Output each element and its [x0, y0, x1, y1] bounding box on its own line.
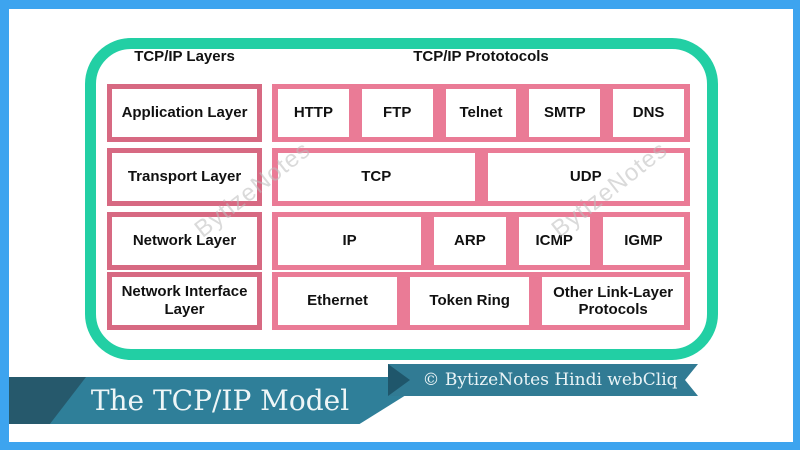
protocol-row-network-interface: Ethernet Token Ring Other Link-Layer Pro…: [272, 272, 690, 330]
layer-label: Application Layer: [121, 104, 248, 121]
protocol-cell: ICMP: [518, 217, 590, 265]
protocol-cell: IGMP: [602, 217, 684, 265]
protocols-column-header: TCP/IP Prototocols: [413, 48, 549, 65]
layer-label: Transport Layer: [127, 168, 242, 185]
layer-label: Network Layer: [132, 232, 237, 249]
protocol-cell: Token Ring: [410, 277, 530, 325]
protocol-cell: Telnet: [445, 89, 517, 137]
credit-ribbon: © BytizeNotes Hindi webCliq: [388, 364, 698, 396]
credit-text: © BytizeNotes Hindi webCliq: [422, 370, 678, 390]
layer-box-application: Application Layer: [107, 84, 262, 142]
protocol-cell: TCP: [278, 153, 475, 201]
protocol-cell: Ethernet: [278, 277, 398, 325]
protocol-cell: SMTP: [529, 89, 601, 137]
protocol-cell: ARP: [434, 217, 506, 265]
protocol-row-network: IP ARP ICMP IGMP: [272, 212, 690, 270]
protocol-cell: HTTP: [278, 89, 349, 137]
protocol-cell: FTP: [361, 89, 433, 137]
layer-label: Network Interface Layer: [121, 283, 248, 318]
diagram-title: The TCP/IP Model: [90, 384, 350, 417]
protocol-cell: IP: [278, 217, 422, 265]
protocol-row-application: HTTP FTP Telnet SMTP DNS: [272, 84, 690, 142]
protocol-cell: DNS: [613, 89, 684, 137]
layers-column-header: TCP/IP Layers: [134, 48, 235, 65]
layer-box-transport: Transport Layer: [107, 148, 262, 206]
protocol-cell: Other Link-Layer Protocols: [542, 277, 684, 325]
protocol-cell: UDP: [487, 153, 684, 201]
protocol-row-transport: TCP UDP: [272, 148, 690, 206]
layer-box-network-interface: Network Interface Layer: [107, 272, 262, 330]
layer-box-network: Network Layer: [107, 212, 262, 270]
